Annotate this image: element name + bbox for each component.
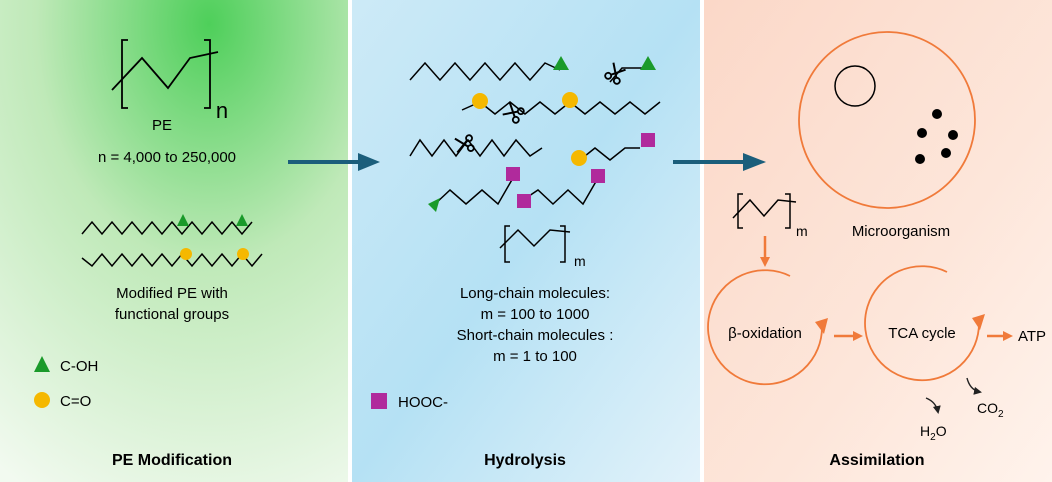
- short-chain-line1: Short-chain molecules :: [457, 327, 614, 344]
- microorganism-cell: [798, 31, 976, 209]
- legend-hydroxyl-label: C-OH: [60, 358, 98, 375]
- carbonyl-marker: [571, 150, 587, 166]
- pe-repeat-unit: [111, 39, 219, 109]
- water-label: H2O: [920, 423, 947, 443]
- pe-subscript-n: n: [216, 98, 228, 123]
- panel-assimilation-bg: [704, 0, 1052, 482]
- microorganism-label: Microorganism: [852, 223, 950, 240]
- legend-carboxyl-icon: [371, 393, 387, 409]
- modified-pe-caption-line1: Modified PE with: [116, 285, 228, 302]
- carboxyl-marker: [506, 167, 520, 181]
- hydroxyl-marker: [177, 214, 189, 226]
- legend-carbonyl-icon: [34, 392, 50, 408]
- short-chain-line2: m = 1 to 100: [493, 348, 577, 365]
- cell-granules: [915, 109, 958, 164]
- hydroxyl-marker: [428, 198, 440, 212]
- panel-assimilation-title: Assimilation: [829, 452, 924, 469]
- carbonyl-marker: [562, 92, 578, 108]
- panel-modification-title: PE Modification: [112, 452, 232, 469]
- hydroxyl-marker: [553, 56, 569, 70]
- hydrolysis-subscript-m: m: [574, 253, 586, 269]
- modified-pe-caption-line2: functional groups: [115, 306, 229, 323]
- carboxyl-marker: [641, 133, 655, 147]
- assimilation-repeat-unit: [732, 193, 797, 229]
- long-chain-line2: m = 100 to 1000: [481, 306, 590, 323]
- process-arrow: [288, 153, 380, 171]
- legend-carboxyl-label: HOOC-: [398, 394, 448, 411]
- beta-oxidation-label: β-oxidation: [728, 325, 802, 342]
- carboxyl-marker: [517, 194, 531, 208]
- modified-pe-chains: [81, 220, 263, 268]
- carbonyl-marker: [472, 93, 488, 109]
- co2-label: CO2: [977, 400, 1004, 420]
- hydrolysis-repeat-unit: [499, 225, 571, 263]
- pe-label: PE: [152, 117, 172, 134]
- cell-vacuole: [834, 65, 876, 107]
- legend-hydroxyl-icon: [34, 356, 50, 372]
- water-release-arrow: [925, 397, 941, 414]
- hydroxyl-marker: [236, 214, 248, 226]
- long-chain-line1: Long-chain molecules:: [460, 285, 610, 302]
- atp-label: ATP: [1018, 328, 1046, 345]
- process-arrow: [673, 153, 766, 171]
- cycle-arrowhead: [972, 314, 985, 330]
- carboxyl-marker: [591, 169, 605, 183]
- assimilation-subscript-m: m: [796, 223, 808, 239]
- panel-hydrolysis-bg: [352, 0, 700, 482]
- co2-release-arrow: [966, 377, 982, 395]
- cycle-arrowhead: [815, 318, 828, 334]
- hydroxyl-marker: [640, 56, 656, 70]
- carbonyl-marker: [237, 248, 249, 260]
- panel-hydrolysis-title: Hydrolysis: [484, 452, 566, 469]
- tca-cycle: [864, 265, 980, 382]
- carbonyl-marker: [180, 248, 192, 260]
- tca-cycle-label: TCA cycle: [888, 325, 956, 342]
- legend-carbonyl-label: C=O: [60, 393, 91, 410]
- beta-oxidation-cycle: [707, 269, 823, 386]
- panel-modification-bg: [0, 0, 348, 482]
- pe-chain-length: n = 4,000 to 250,000: [98, 149, 236, 166]
